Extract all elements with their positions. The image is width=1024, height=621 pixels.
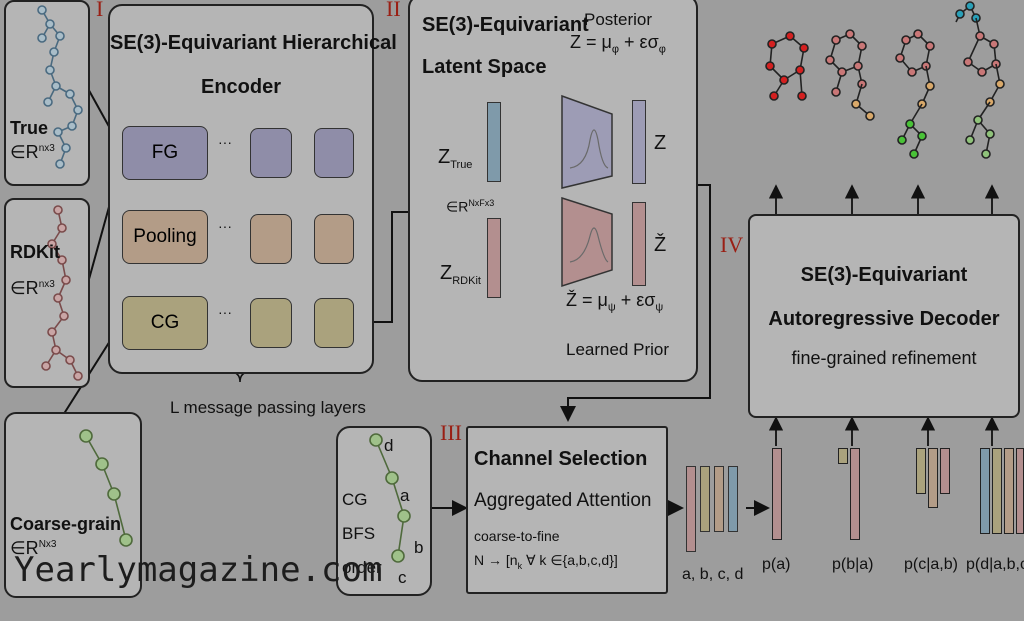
- roman-numeral-II: II: [386, 0, 401, 21]
- posterior-gaussian-icon: [569, 129, 609, 169]
- pool-layer-node: [250, 214, 292, 264]
- roman-numeral-IV: IV: [720, 232, 744, 257]
- molecule-step-d: [955, 1, 1005, 159]
- decoder-subtitle: fine-grained refinement: [791, 348, 977, 368]
- prob-bar-b: [850, 448, 860, 540]
- input-true-label: True: [10, 118, 49, 138]
- cg-box: CG: [122, 296, 208, 350]
- bfs-node-d: d: [384, 436, 394, 455]
- prob-bar-d-cond2: [992, 448, 1002, 534]
- molecule-step-b: [825, 29, 875, 121]
- ellipsis: ···: [218, 134, 232, 150]
- coarse-grain-graph: [79, 429, 133, 547]
- rdkit-molecule-graph: [41, 205, 83, 381]
- z-output-label: Z: [654, 132, 667, 154]
- prob-bar-b-cond: [838, 448, 848, 464]
- prob-bar-a: [772, 448, 782, 540]
- channel-note: coarse-to-fine: [474, 528, 560, 544]
- input-rdkit-label: RDKit: [10, 242, 60, 262]
- bfs-order-panel: d a b c CG BFS order: [336, 426, 432, 596]
- bfs-node-b: b: [414, 538, 424, 557]
- input-true-space: ∈Rnx3: [10, 142, 55, 162]
- arrow-latent-to-channel: [560, 184, 711, 422]
- z-true-label: ZTrue: [438, 146, 473, 171]
- channel-bar-b: [700, 466, 710, 532]
- encoder-title-line1: SE(3)-Equivariant Hierarchical: [110, 32, 397, 54]
- prob-bar-d-cond: [980, 448, 990, 534]
- posterior-encoder-trapezoid: [561, 94, 613, 189]
- fg-label: FG: [151, 142, 179, 163]
- prior-formula: Ž = μψ + εσψ: [566, 290, 664, 314]
- ellipsis: ···: [218, 218, 232, 234]
- z-rdkit-bar: [487, 218, 501, 298]
- input-coarse-panel: Coarse-grain ∈RNx3: [4, 412, 142, 598]
- input-true-panel: True ∈Rnx3: [4, 0, 90, 186]
- prob-label-c: p(c|a,b): [904, 556, 958, 573]
- pool-layer-node: [314, 214, 354, 264]
- channel-bar-c: [714, 466, 724, 532]
- watermark-text: Yearlymagazine.com: [14, 550, 383, 590]
- prior-encoder-trapezoid: [561, 196, 613, 288]
- prior-gaussian-icon: [569, 227, 609, 263]
- input-coarse-label: Coarse-grain: [10, 514, 122, 534]
- ellipsis: ···: [218, 304, 232, 320]
- input-coarse-space: ∈RNx3: [10, 538, 57, 558]
- true-molecule-graph: [37, 5, 83, 169]
- prob-bar-c: [940, 448, 950, 494]
- prob-label-b: p(b|a): [832, 556, 874, 573]
- channel-abcd-label: a, b, c, d: [682, 566, 744, 583]
- roman-numeral-I: I: [96, 0, 104, 21]
- fg-layer-node: [250, 128, 292, 178]
- latent-space-dim: ∈RNxFx3: [446, 198, 495, 215]
- fg-box: FG: [122, 126, 208, 180]
- latent-panel: SE(3)-Equivariant Latent Space: [408, 0, 698, 382]
- prob-bar-c-cond2: [928, 448, 938, 508]
- bfs-node-c: c: [398, 568, 407, 587]
- z-check-bar: [632, 202, 646, 286]
- cg-layer-node: [314, 298, 354, 348]
- input-rdkit-space: ∈Rnx3: [10, 278, 55, 298]
- decoder-title-line1: SE(3)-Equivariant: [800, 264, 968, 286]
- cg-layer-node: [250, 298, 292, 348]
- layers-caption: L message passing layers: [170, 398, 366, 417]
- latent-title-line1: SE(3)-Equivariant: [422, 14, 589, 36]
- bfs-text: BFS: [342, 524, 376, 543]
- learned-prior-label: Learned Prior: [566, 340, 670, 359]
- cg-label: CG: [150, 312, 180, 333]
- prob-bar-c-cond: [916, 448, 926, 494]
- bfs-tree-graph: [369, 433, 411, 563]
- channel-title: Channel Selection: [474, 448, 648, 470]
- posterior-formula: Z = μφ + εσφ: [570, 32, 666, 56]
- channel-mapping: N → [nk ∀ k ∈{a,b,c,d}]: [474, 552, 618, 571]
- prob-bar-d-cond3: [1004, 448, 1014, 534]
- channel-bar-a: [686, 466, 696, 552]
- z-bar: [632, 100, 646, 184]
- channel-selection-panel: Channel Selection Aggregated Attention c…: [466, 426, 668, 594]
- order-text: order: [342, 558, 382, 577]
- prob-bar-d: [1016, 448, 1024, 534]
- fg-layer-node: [314, 128, 354, 178]
- channel-subtitle: Aggregated Attention: [474, 490, 652, 511]
- molecule-step-c: [895, 29, 935, 159]
- decoder-title-line2: Autoregressive Decoder: [768, 308, 1000, 330]
- decoder-panel: SE(3)-Equivariant Autoregressive Decoder…: [748, 214, 1020, 418]
- roman-numeral-III: III: [440, 420, 462, 445]
- prob-label-a: p(a): [762, 556, 791, 573]
- z-rdkit-label: ZRDKit: [440, 262, 481, 287]
- channel-bar-d: [728, 466, 738, 532]
- posterior-label: Posterior: [584, 10, 653, 29]
- pooling-label: Pooling: [133, 226, 197, 247]
- pooling-box: Pooling: [122, 210, 208, 264]
- cg-text: CG: [342, 490, 368, 509]
- z-check-output-label: Ž: [654, 234, 667, 256]
- encoder-title-line2: Encoder: [200, 76, 282, 98]
- latent-title-line2: Latent Space: [422, 56, 547, 78]
- bfs-node-a: a: [400, 486, 410, 505]
- prob-label-d: p(d|a,b,c): [966, 556, 1024, 573]
- input-rdkit-panel: RDKit ∈Rnx3: [4, 198, 90, 388]
- molecule-step-a: [765, 31, 809, 101]
- z-true-bar: [487, 102, 501, 182]
